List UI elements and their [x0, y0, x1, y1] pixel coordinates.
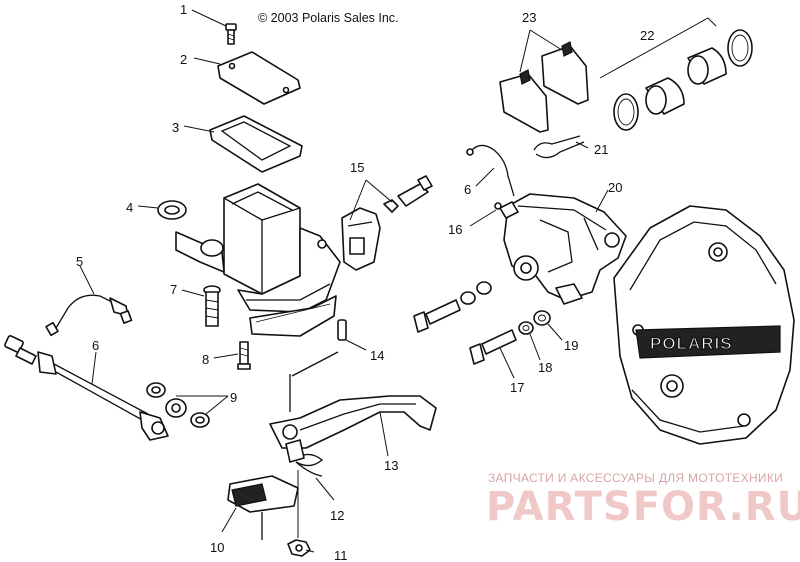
callout-1: 1: [180, 2, 187, 17]
leader-lines: [79, 9, 717, 553]
polaris-brand-label: POLARIS: [650, 334, 733, 353]
callout-4: 4: [126, 200, 133, 215]
chaincase-cover: POLARIS: [613, 205, 795, 445]
callout-10: 10: [210, 540, 224, 555]
callout-2: 2: [180, 52, 187, 67]
part-13-lever: [269, 395, 437, 449]
callout-15: 15: [350, 160, 364, 175]
callout-16: 16: [448, 222, 462, 237]
watermark: ЗАПЧАСТИ И АКСЕССУАРЫ ДЛЯ МОТОТЕХНИКИ PA…: [486, 471, 800, 530]
callout-8: 8: [202, 352, 209, 367]
part-9-washers: [146, 382, 210, 428]
callout-7: 7: [170, 282, 177, 297]
part-15-switch-clamp: [341, 175, 433, 271]
part-7-bolt: [203, 285, 221, 327]
callout-6b: 6: [464, 182, 471, 197]
part-6b-hose: [466, 144, 515, 197]
part-16-17-bolts: [413, 281, 551, 365]
part-6-brake-line: [4, 335, 169, 441]
watermark-site: PARTSFOR.RU: [486, 484, 800, 530]
callout-22: 22: [640, 28, 654, 43]
callout-17: 17: [510, 380, 524, 395]
copyright-text: © 2003 Polaris Sales Inc.: [258, 11, 399, 25]
callout-5: 5: [76, 254, 83, 269]
callout-13: 13: [384, 458, 398, 473]
callout-21: 21: [594, 142, 608, 157]
watermark-tagline: ЗАПЧАСТИ И АКСЕССУАРЫ ДЛЯ МОТОТЕХНИКИ: [488, 471, 783, 485]
part-22-pistons-seals: [613, 29, 753, 131]
part-10-bracket: [227, 475, 299, 540]
part-23-brake-pads: [499, 41, 589, 133]
master-cylinder-body: [175, 183, 341, 337]
callout-6: 6: [92, 338, 99, 353]
part-11-nut: [287, 470, 311, 557]
callout-11: 11: [334, 548, 348, 562]
part-1-screw: [225, 23, 237, 45]
part-21-clip: [533, 135, 585, 159]
part-12-spring: [285, 439, 324, 477]
callout-23: 23: [522, 10, 536, 25]
part-3-gasket: [209, 115, 303, 173]
part-4-seal: [157, 200, 187, 220]
part-14-pin: [289, 319, 347, 412]
callout-numbers: 1 2 3 4 5 6 7 8 9 10 11 12 13 14 15 16 1…: [76, 2, 654, 562]
part-20-caliper: [494, 193, 627, 305]
callout-18: 18: [538, 360, 552, 375]
callout-12: 12: [330, 508, 344, 523]
callout-20: 20: [608, 180, 622, 195]
part-5-switch: [45, 294, 133, 337]
callout-19: 19: [564, 338, 578, 353]
callout-3: 3: [172, 120, 179, 135]
part-2-reservoir-cover: [217, 51, 301, 105]
callout-14: 14: [370, 348, 384, 363]
part-8-screw: [237, 341, 251, 370]
callout-9: 9: [230, 390, 237, 405]
